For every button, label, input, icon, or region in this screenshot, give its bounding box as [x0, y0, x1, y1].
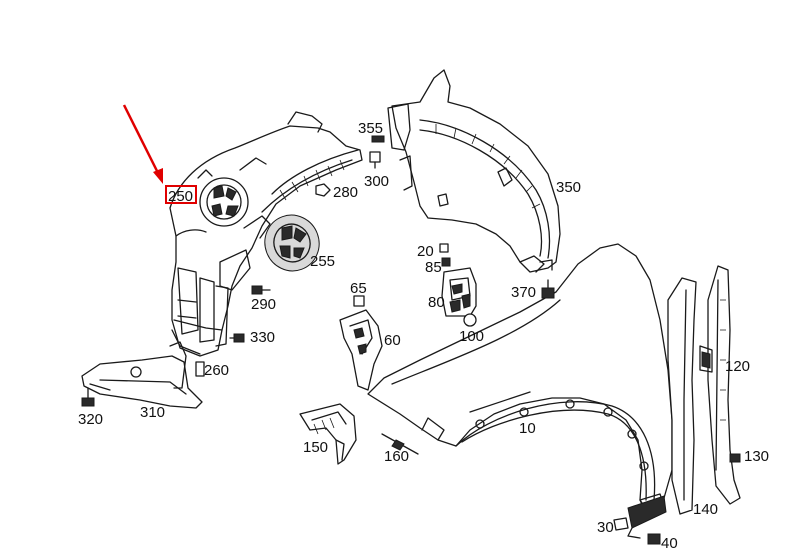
fasteners [81, 135, 741, 545]
highlight-arrow [122, 104, 162, 178]
front-fender-10 [367, 243, 673, 539]
label-100: 100 [459, 328, 484, 345]
label-40: 40 [661, 535, 678, 551]
round-cover-255 [264, 214, 320, 272]
label-370: 370 [511, 284, 536, 301]
label-130: 130 [744, 448, 769, 465]
label-280: 280 [333, 184, 358, 201]
label-290: 290 [251, 296, 276, 313]
label-65: 65 [350, 280, 367, 297]
splash-shield-310 [81, 341, 203, 409]
highlight-annotation [122, 104, 197, 204]
label-20: 20 [417, 243, 434, 260]
label-60: 60 [384, 332, 401, 349]
label-255: 255 [310, 253, 335, 270]
pillar-bracket-120 [699, 265, 741, 505]
bracket-60 [339, 309, 383, 391]
label-320: 320 [78, 411, 103, 428]
rear-liner-350 [387, 69, 561, 273]
bracket-80 [441, 267, 477, 317]
label-310: 310 [140, 404, 165, 421]
part-labels: 250 255 280 290 330 260 310 320 355 300 … [78, 120, 769, 552]
label-80: 80 [428, 294, 445, 311]
label-160: 160 [384, 448, 409, 465]
bracket-150 [299, 403, 357, 465]
label-355: 355 [358, 120, 383, 137]
label-300: 300 [364, 173, 389, 190]
label-120: 120 [725, 358, 750, 375]
label-10: 10 [519, 420, 536, 437]
label-150: 150 [303, 439, 328, 456]
label-350: 350 [556, 179, 581, 196]
wheel-arch-liner-250 [169, 111, 363, 357]
label-85: 85 [425, 259, 442, 276]
label-140: 140 [693, 501, 718, 518]
highlight-arrowhead [153, 168, 163, 184]
label-330: 330 [250, 329, 275, 346]
label-250: 250 [168, 188, 193, 205]
label-260: 260 [204, 362, 229, 379]
trim-strip-140 [667, 277, 697, 515]
label-30: 30 [597, 519, 614, 536]
highlight-box [165, 185, 197, 204]
